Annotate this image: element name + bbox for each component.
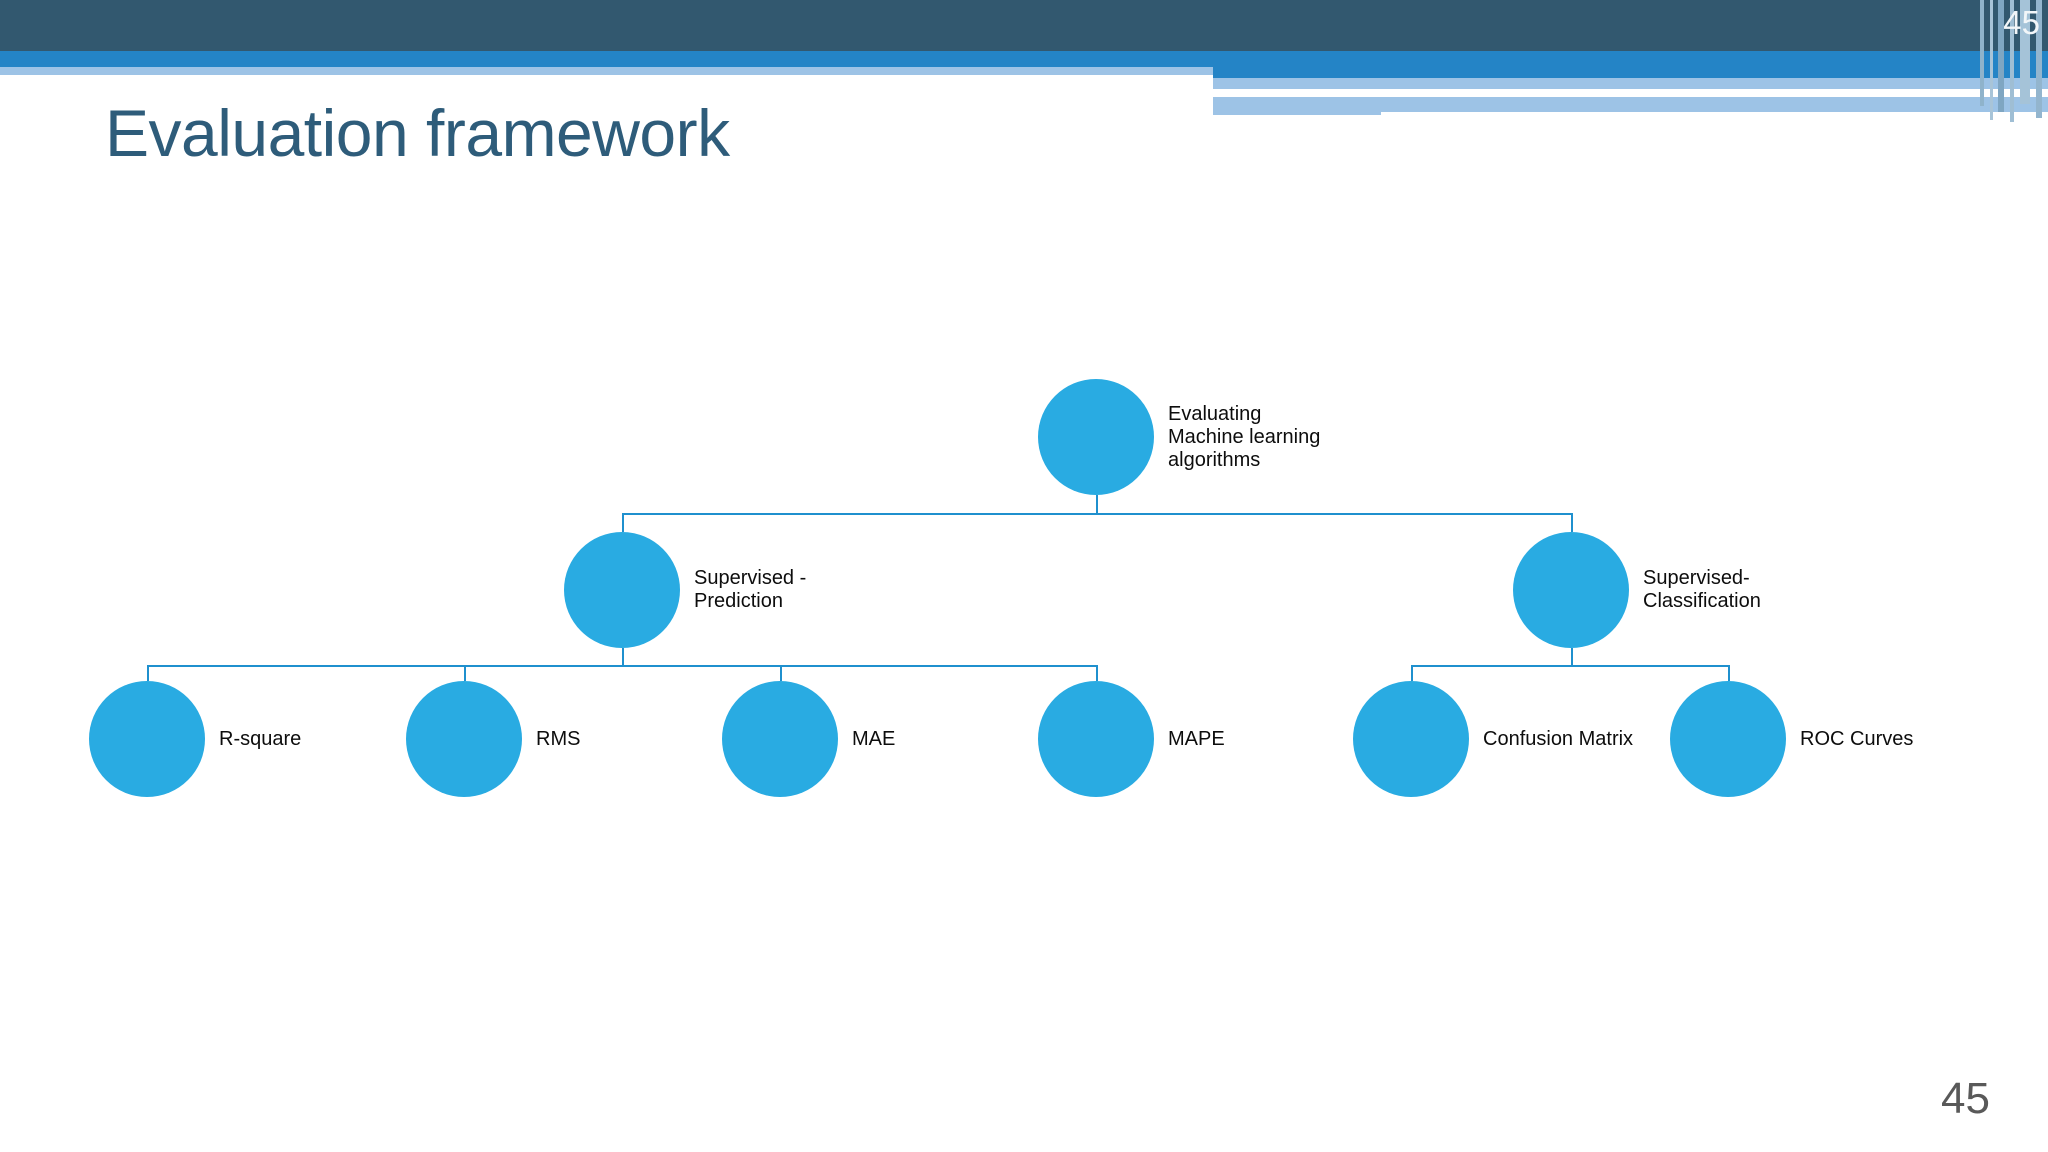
connector-left-bar [147,665,1096,667]
header-accent-bar-1 [1213,78,2048,89]
connector-stem-supervised-prediction [622,648,624,665]
header-vertical-stripe-5 [2020,0,2030,104]
page-title: Evaluation framework [105,96,730,170]
header-vertical-stripe-6 [2036,0,2042,118]
connector-right-bar [1411,665,1728,667]
node-circle-roc-curves[interactable] [1670,681,1786,797]
connector-root-bar [622,513,1571,515]
header-vertical-stripe-4 [2010,0,2014,122]
header-vertical-stripe-3 [1998,0,2004,112]
node-circle-root[interactable] [1038,379,1154,495]
node-label-root: Evaluating Machine learning algorithms [1168,402,1321,471]
header-blue-extension-band [1213,51,2048,78]
header-accent-gap-1 [1213,89,1896,97]
connector-drop-confusion-matrix [1411,665,1413,681]
node-label-r-square: R-square [219,727,302,750]
node-circle-mape[interactable] [1038,681,1154,797]
node-circle-supervised-prediction[interactable] [564,532,680,648]
node-circle-mae[interactable] [722,681,838,797]
node-label-mape: MAPE [1168,727,1225,750]
header-vertical-stripe-1 [1980,0,1984,106]
connector-drop-mape [1096,665,1098,681]
node-label-supervised-prediction: Supervised - Prediction [694,567,807,612]
header-accent-bar-2 [1213,97,2048,115]
node-label-supervised-classification: Supervised- Classification [1643,567,1761,612]
header-accent-gap-2 [1381,112,2048,122]
node-label-rms: RMS [536,727,581,750]
connector-drop-rms [464,665,466,681]
node-circle-confusion-matrix[interactable] [1353,681,1469,797]
node-label-confusion-matrix: Confusion Matrix [1483,727,1634,750]
header-slide-badge: 45 [2003,4,2040,41]
node-label-mae: MAE [852,727,896,750]
header-vertical-stripe-2 [1990,0,1993,120]
header-dark-band [0,0,2048,51]
connector-root-stem [1096,495,1098,513]
connector-drop-roc-curves [1728,665,1730,681]
connector-drop-supervised-classification [1571,513,1573,532]
slide-page-number: 45 [1941,1074,1990,1123]
header-light-blue-band [0,67,2048,75]
node-circle-rms[interactable] [406,681,522,797]
node-circle-supervised-classification[interactable] [1513,532,1629,648]
node-circle-r-square[interactable] [89,681,205,797]
connector-drop-mae [780,665,782,681]
connector-drop-supervised-prediction [622,513,624,532]
connector-stem-supervised-classification [1571,648,1573,665]
node-label-roc-curves: ROC Curves [1800,727,1914,750]
connector-drop-r-square [147,665,149,681]
